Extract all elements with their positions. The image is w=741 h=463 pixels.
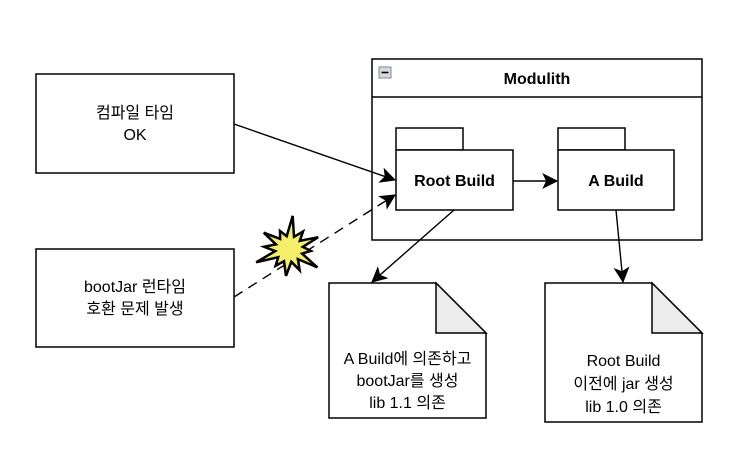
runtime-issue-line-2: 호환 문제 발생 (86, 300, 183, 318)
note-fold (651, 281, 704, 334)
minus-square-icon[interactable] (378, 66, 392, 79)
compile-time-line-2: OK (123, 127, 146, 144)
a-build-note[interactable]: Root Build 이전에 jar 생성 lib 1.0 의존 (544, 281, 704, 423)
package-tab (557, 127, 626, 151)
explosion-icon (255, 215, 319, 277)
a-note-line-1: Root Build (587, 353, 661, 370)
edge-compile-to-root[interactable] (233, 123, 397, 183)
compile-time-line-1: 컴파일 타임 (96, 104, 174, 122)
root-note-line-2: bootJar를 생성 (357, 372, 459, 390)
root-build-package[interactable]: Root Build (395, 127, 514, 211)
runtime-issue-line-1: bootJar 런타임 (84, 278, 186, 296)
edge-root-to-note[interactable] (371, 209, 455, 283)
package-tab (395, 127, 464, 151)
a-build-label: A Build (588, 173, 643, 190)
root-build-note[interactable]: A Build에 의존하고 bootJar를 생성 lib 1.1 의존 (328, 281, 488, 419)
a-note-line-3: lib 1.0 의존 (585, 398, 662, 416)
edge-a-to-note[interactable] (613, 209, 630, 284)
compile-time-box[interactable]: 컴파일 타임 OK (35, 73, 235, 174)
modulith-title: Modulith (504, 71, 571, 88)
root-note-line-3: lib 1.1 의존 (369, 394, 446, 412)
runtime-issue-box[interactable]: bootJar 런타임 호환 문제 발생 (35, 248, 235, 348)
edge-runtime-to-root[interactable] (233, 194, 396, 298)
note-fold (435, 281, 488, 334)
root-note-line-1: A Build에 의존하고 (344, 350, 472, 368)
root-build-label: Root Build (414, 173, 495, 190)
a-build-package[interactable]: A Build (557, 127, 675, 211)
a-note-line-2: 이전에 jar 생성 (573, 375, 673, 393)
